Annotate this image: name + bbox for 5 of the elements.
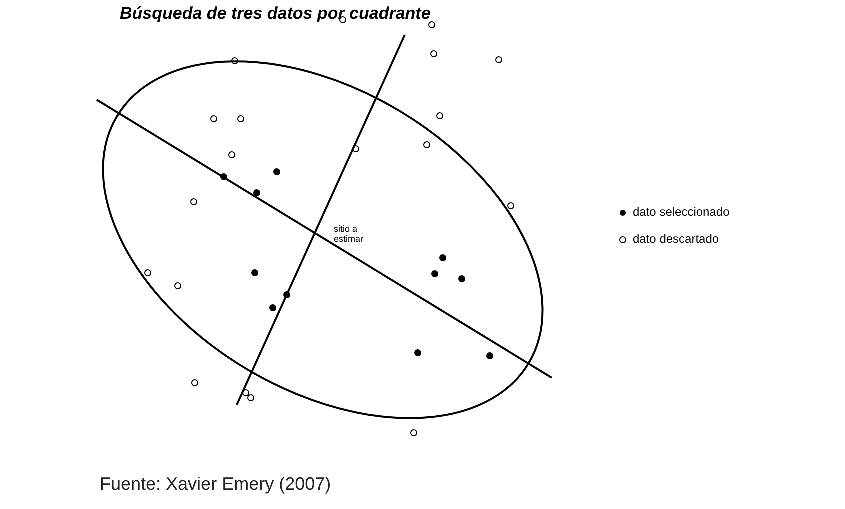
chart-title: Búsqueda de tres datos por cuadrante [120, 4, 431, 24]
legend-label: dato descartado [633, 232, 720, 246]
point-annotation: sitio a estimar [334, 224, 365, 244]
source-caption: Fuente: Xavier Emery (2007) [100, 474, 332, 495]
legend-label: dato seleccionado [633, 205, 730, 219]
